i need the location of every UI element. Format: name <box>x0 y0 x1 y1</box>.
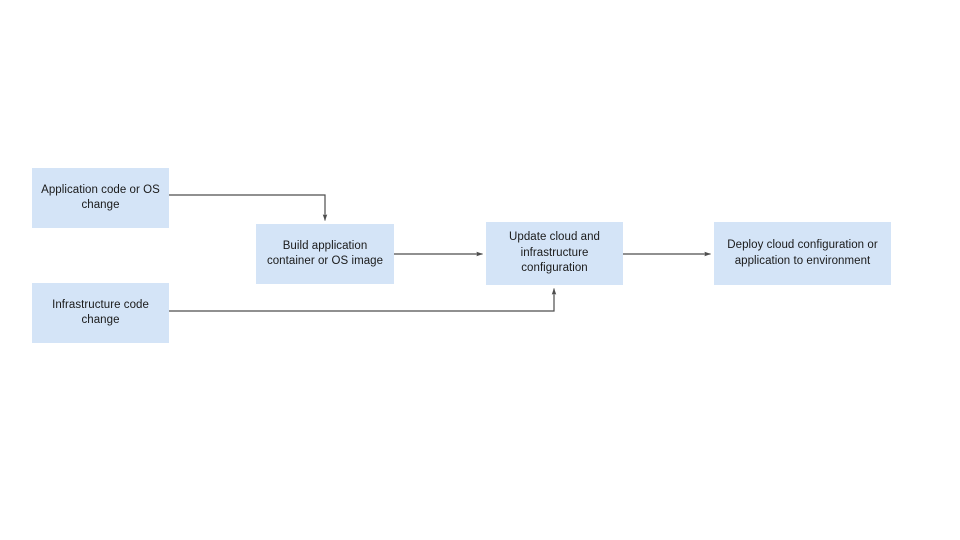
node-label: Update cloud and infrastructure configur… <box>509 231 600 275</box>
connector-infra-change-to-update-config <box>169 288 557 312</box>
node-application-code-or-os-change[interactable]: Application code or OS change <box>32 168 169 228</box>
node-label: Infrastructure code change <box>52 298 149 327</box>
node-label: Application code or OS change <box>41 183 160 212</box>
node-update-cloud-and-infrastructure-configuration[interactable]: Update cloud and infrastructure configur… <box>486 222 623 285</box>
connector-app-change-to-build-image <box>169 194 328 221</box>
node-label: Deploy cloud configuration or applicatio… <box>727 239 878 267</box>
node-label: Build application container or OS image <box>266 239 384 268</box>
node-infrastructure-code-change[interactable]: Infrastructure code change <box>32 283 169 343</box>
node-build-application-container-or-os-image[interactable]: Build application container or OS image <box>256 224 394 284</box>
node-deploy-cloud-configuration-or-application-to-environment[interactable]: Deploy cloud configuration or applicatio… <box>714 222 891 285</box>
